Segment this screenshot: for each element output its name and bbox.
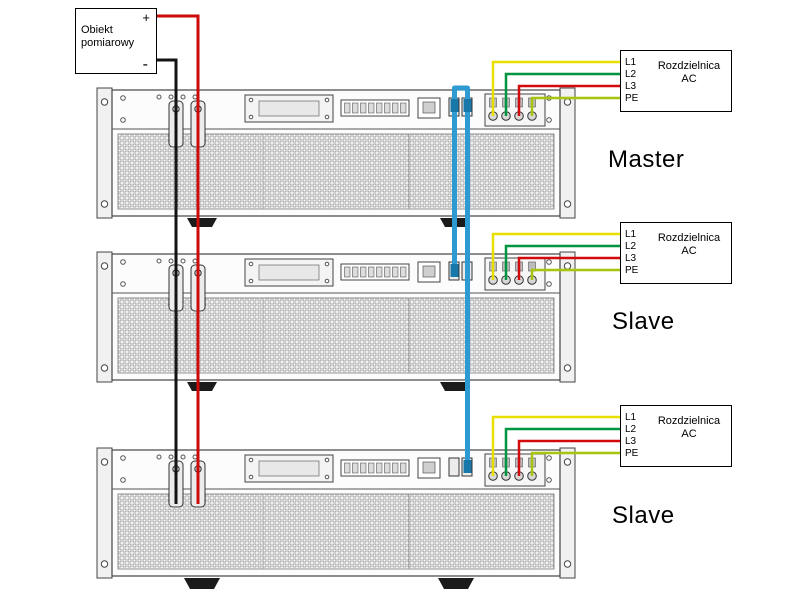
measurement-object-box: Obiekt pomiarowy + -: [75, 8, 157, 74]
bus-plug: [463, 99, 472, 112]
bus-plug: [450, 264, 459, 277]
ac-terminal-label-pe: PE: [625, 93, 639, 104]
ac-distribution-box-slave-1: L1 L2 L3 PE Rozdzielnica AC: [620, 222, 732, 284]
ac-wire-unit1-l2: [504, 72, 620, 116]
ac-terminal-label-pe: PE: [625, 448, 639, 459]
dc-positive-wire: [157, 14, 200, 504]
bus-plug: [463, 460, 472, 473]
ac-wire-unit2-l1: [491, 232, 620, 280]
share-bus-cable: [452, 85, 470, 467]
unit-role-label-master: Master: [608, 146, 685, 173]
unit-foot: [187, 218, 217, 227]
ac-terminal-label-pe: PE: [625, 265, 639, 276]
unit-foot: [187, 382, 217, 391]
ac-box-title: Rozdzielnica AC: [657, 60, 721, 85]
unit-role-label-slave-2: Slave: [612, 502, 675, 529]
unit-role-label-slave-1: Slave: [612, 308, 675, 335]
ac-terminal-label-l2: L2: [625, 241, 637, 252]
ac-wire-unit2-l3: [517, 256, 620, 280]
ac-terminal-label-l3: L3: [625, 436, 637, 447]
ac-wire-unit3-l1: [491, 415, 620, 476]
unit-foot: [184, 578, 220, 589]
ac-terminal-label-l2: L2: [625, 424, 637, 435]
plus-terminal-label: +: [142, 10, 150, 25]
psu-unit-master: [96, 87, 576, 219]
ac-wire-unit2-l2: [504, 244, 620, 280]
ac-terminal-label-l3: L3: [625, 81, 637, 92]
ac-wire-unit1-pe: [530, 96, 620, 116]
measurement-object-label: Obiekt pomiarowy: [81, 24, 135, 49]
ac-distribution-box-slave-2: L1 L2 L3 PE Rozdzielnica AC: [620, 405, 732, 467]
ac-box-title: Rozdzielnica AC: [657, 232, 721, 257]
ac-wire-unit3-l3: [517, 439, 620, 476]
bus-plug: [450, 99, 459, 112]
ac-box-title: Rozdzielnica AC: [657, 415, 721, 440]
dc-negative-wire: [157, 58, 178, 504]
ac-terminal-label-l1: L1: [625, 412, 637, 423]
ac-wire-unit3-l2: [504, 427, 620, 476]
minus-terminal-label: -: [142, 56, 148, 73]
psu-unit-slave-1: [96, 251, 576, 383]
ac-wire-unit3-pe: [530, 451, 620, 476]
ac-terminal-label-l3: L3: [625, 253, 637, 264]
unit-foot: [438, 578, 474, 589]
ac-wire-unit2-pe: [530, 268, 620, 280]
psu-unit-slave-2: [96, 447, 576, 579]
ac-terminal-label-l1: L1: [625, 57, 637, 68]
ac-terminal-label-l1: L1: [625, 229, 637, 240]
ac-terminal-label-l2: L2: [625, 69, 637, 80]
ac-distribution-box-master: L1 L2 L3 PE Rozdzielnica AC: [620, 50, 732, 112]
ac-wire-unit1-l3: [517, 84, 620, 116]
ac-wire-unit1-l1: [491, 60, 620, 116]
